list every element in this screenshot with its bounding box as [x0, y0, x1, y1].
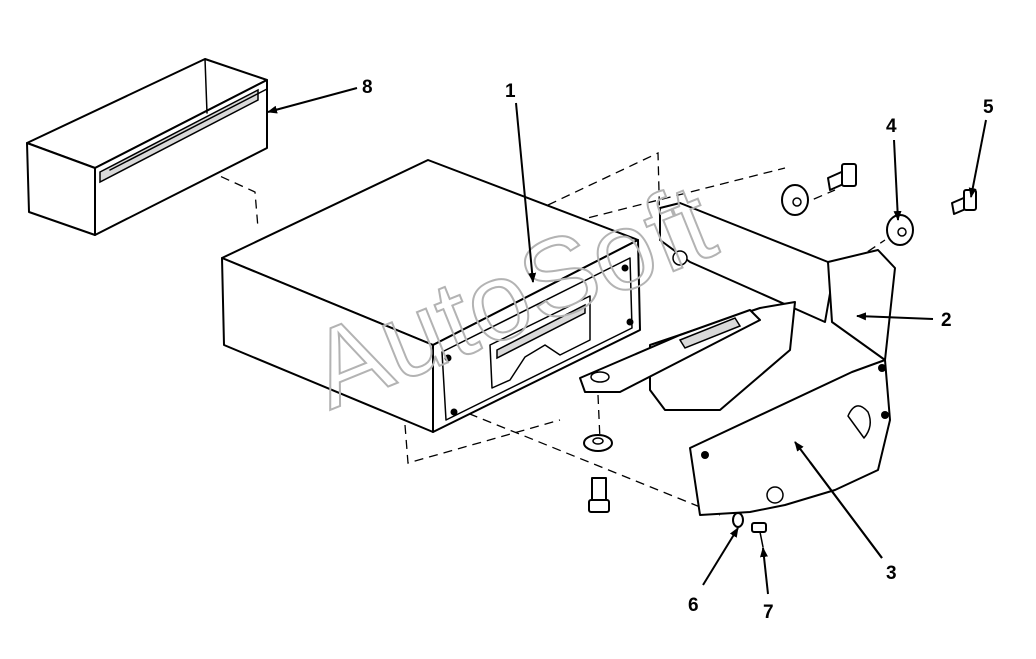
callout-1: 1 [505, 81, 516, 102]
callout-4: 4 [886, 116, 897, 137]
bracket-part-2 [579, 202, 896, 411]
sleeve-part-8 [26, 58, 268, 236]
callout-6: 6 [688, 595, 699, 616]
callout-5: 5 [983, 97, 994, 118]
bolt-part-5 [588, 163, 977, 513]
callout-2: 2 [941, 310, 952, 331]
callout-7: 7 [763, 602, 774, 623]
callouts: 8 1 4 5 2 3 6 7 [362, 77, 994, 623]
callout-3: 3 [886, 563, 897, 584]
washer-part-6 [732, 512, 744, 528]
main-unit-part-1 [221, 159, 641, 433]
hidden-lines [179, 151, 886, 516]
washer-part-4 [583, 184, 914, 452]
leader-lines [267, 87, 987, 595]
screw-part-7 [751, 522, 767, 548]
callout-8: 8 [362, 77, 373, 98]
plate-part-3 [689, 359, 891, 516]
